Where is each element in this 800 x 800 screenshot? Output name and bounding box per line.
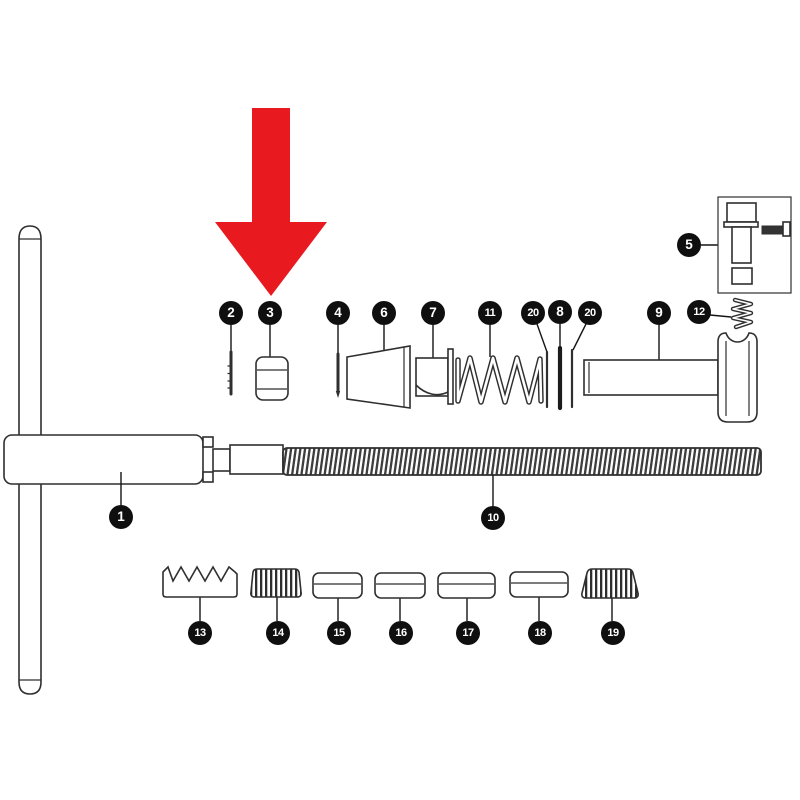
callout-18: 18 [528, 621, 552, 645]
callout-16: 16 [389, 621, 413, 645]
red-highlight-arrow [215, 108, 327, 296]
callout-2: 2 [219, 301, 243, 325]
part-16-die [374, 572, 426, 599]
callout-5: 5 [677, 233, 701, 257]
part-5-boxed-kit [717, 196, 792, 294]
callout-20a: 20 [521, 301, 545, 325]
part-3-barrel [255, 356, 289, 401]
part-4-pin [335, 352, 341, 398]
callout-8: 8 [548, 300, 572, 324]
part-1-t-handle [3, 225, 284, 695]
part-12-small-spring [730, 297, 754, 330]
part-18-die [509, 571, 569, 598]
part-6-cone [346, 345, 411, 409]
callout-17: 17 [456, 621, 480, 645]
callout-20b: 20 [578, 301, 602, 325]
callout-19: 19 [601, 621, 625, 645]
callout-12: 12 [687, 300, 711, 324]
part-13-serrated-cutter [162, 565, 238, 598]
callout-13: 13 [188, 621, 212, 645]
callout-10: 10 [481, 506, 505, 530]
callout-6: 6 [372, 301, 396, 325]
part-9-plunger [583, 332, 758, 423]
callout-15: 15 [327, 621, 351, 645]
callout-14: 14 [266, 621, 290, 645]
callout-4: 4 [326, 301, 350, 325]
leader-lines [120, 244, 732, 621]
callout-1: 1 [109, 505, 133, 529]
part-14-knurled-nut [250, 568, 302, 598]
part-17-die [437, 572, 496, 599]
part-7-collar [415, 348, 454, 405]
callout-3: 3 [258, 301, 282, 325]
callout-7: 7 [421, 301, 445, 325]
part-19-knurled-cone-nut [581, 568, 639, 599]
part-11-spring [455, 355, 544, 405]
part-2-pin [227, 350, 233, 396]
part-15-die [312, 572, 363, 599]
callout-9: 9 [647, 301, 671, 325]
part-10-threaded-rod [282, 447, 762, 476]
callout-11: 11 [478, 301, 502, 325]
